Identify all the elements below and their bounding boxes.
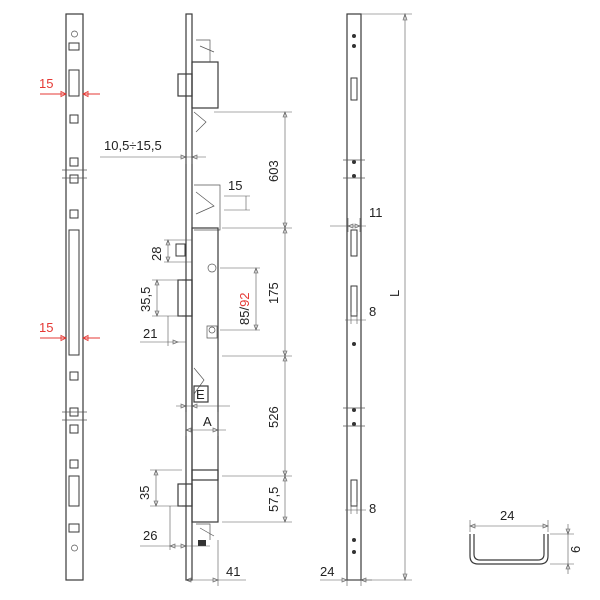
dim-8-upper: 8 bbox=[345, 304, 376, 324]
dim-24-front: 24 bbox=[320, 564, 372, 586]
dim-label-A: A bbox=[203, 414, 212, 429]
dim-label-profile-height: 6 bbox=[568, 546, 583, 553]
dim-label-15-top: 15 bbox=[39, 76, 53, 91]
dim-L: L bbox=[361, 13, 412, 581]
dim-label-28: 28 bbox=[149, 247, 164, 261]
dim-label-175: 175 bbox=[266, 282, 281, 304]
dim-label-profile-width: 24 bbox=[500, 508, 514, 523]
dim-label-85-92: 85/92 bbox=[237, 292, 252, 325]
dim-label-11: 11 bbox=[369, 205, 383, 220]
dim-603: 603 bbox=[214, 111, 292, 229]
dim-35-5: 35,5 bbox=[138, 279, 182, 317]
dim-strip-width-mid: 15 bbox=[39, 320, 100, 342]
dim-label-15-small: 15 bbox=[228, 178, 242, 193]
dim-label-E: E bbox=[196, 387, 205, 402]
side-view bbox=[177, 13, 221, 581]
dim-label-21: 21 bbox=[143, 326, 157, 341]
dim-label-41: 41 bbox=[226, 564, 240, 579]
dim-label-35-5: 35,5 bbox=[138, 287, 153, 312]
dim-label-15-mid: 15 bbox=[39, 320, 53, 335]
dim-57-5: 57,5 bbox=[222, 475, 292, 523]
dim-backset-range: 10,5÷15,5 bbox=[100, 138, 206, 164]
dim-35: 35 bbox=[137, 469, 182, 507]
dim-A: A bbox=[185, 412, 226, 436]
dim-E: E bbox=[176, 385, 230, 409]
dim-526: 526 bbox=[222, 355, 292, 477]
dim-strip-width-top: 15 bbox=[39, 76, 100, 98]
dim-label-backset: 10,5÷15,5 bbox=[104, 138, 162, 153]
dim-26: 26 bbox=[140, 506, 210, 550]
front-strip-view bbox=[62, 13, 87, 581]
dim-28: 28 bbox=[149, 239, 192, 263]
dim-21: 21 bbox=[140, 316, 186, 346]
dim-label-8-lower: 8 bbox=[369, 501, 376, 516]
profile-section-view: 24 6 bbox=[469, 508, 583, 574]
dim-8-lower: 8 bbox=[345, 501, 376, 516]
dim-175: 175 bbox=[222, 227, 292, 357]
dim-label-26: 26 bbox=[143, 528, 157, 543]
back-strip-view bbox=[343, 13, 365, 581]
dim-label-8-upper: 8 bbox=[369, 304, 376, 319]
dim-15-small: 15 bbox=[224, 178, 250, 211]
dim-11: 11 bbox=[330, 205, 383, 232]
dim-label-603: 603 bbox=[266, 160, 281, 182]
dim-label-57-5: 57,5 bbox=[266, 487, 281, 512]
dim-41: 41 bbox=[185, 540, 246, 586]
dim-label-35: 35 bbox=[137, 486, 152, 500]
dim-label-24-front: 24 bbox=[320, 564, 334, 579]
dim-85-92: 85/92 bbox=[220, 267, 260, 331]
dim-label-526: 526 bbox=[266, 406, 281, 428]
dim-label-L: L bbox=[387, 290, 402, 297]
